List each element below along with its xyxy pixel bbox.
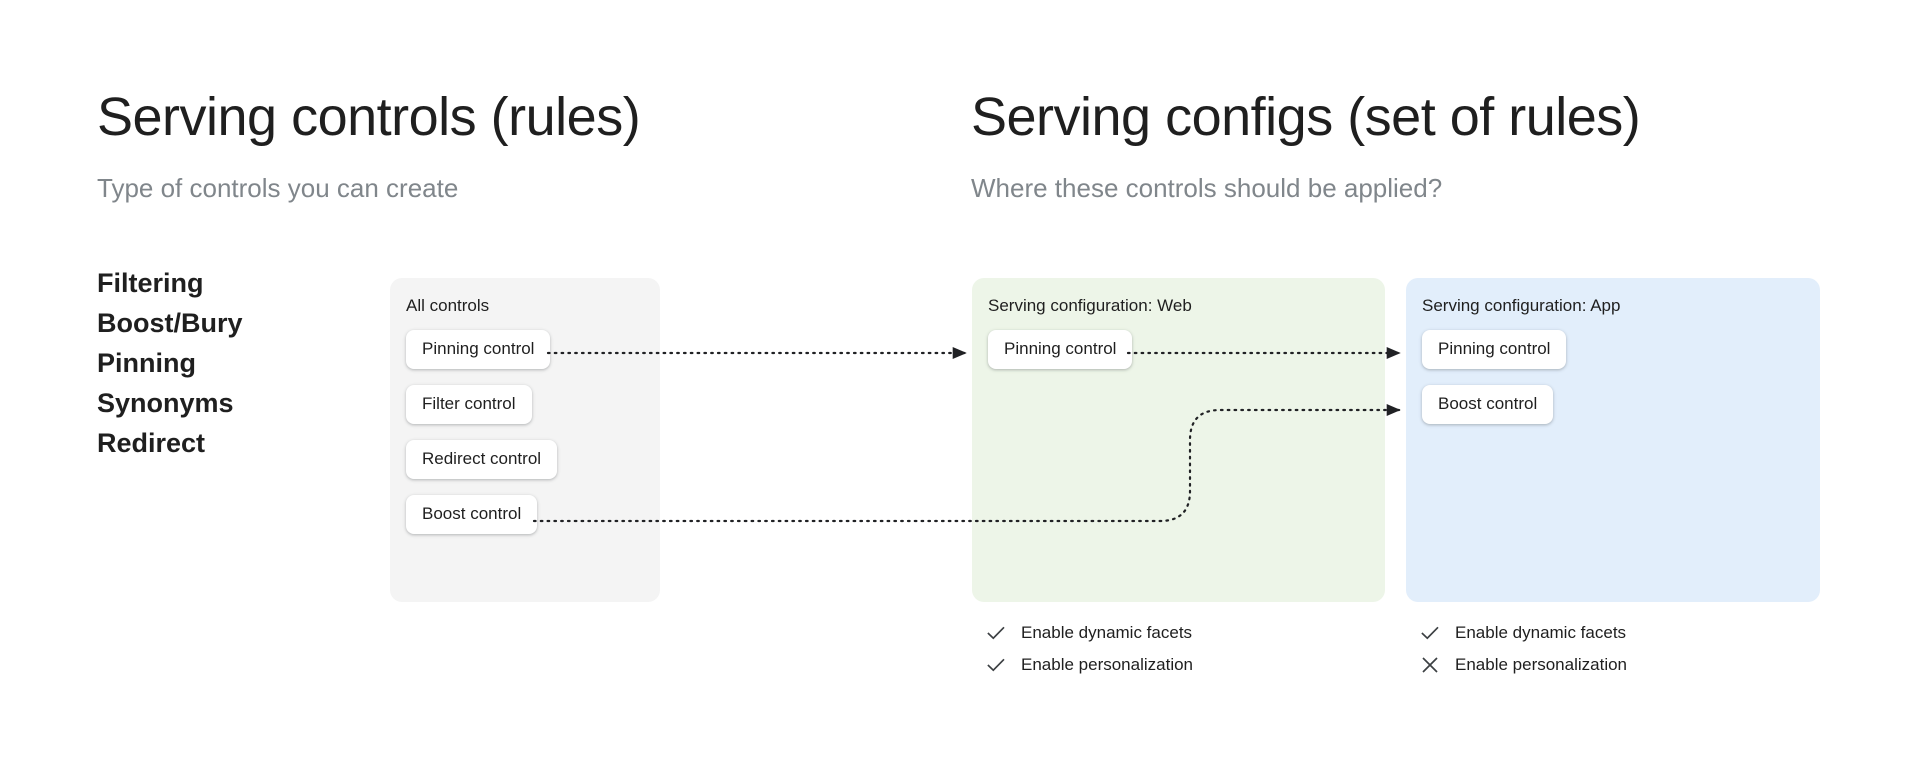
close-icon: [1419, 654, 1441, 676]
web-option-dynamic-facets[interactable]: Enable dynamic facets: [985, 617, 1405, 649]
control-type-item: Redirect: [97, 428, 206, 458]
all-controls-boost-control-chip[interactable]: Boost control: [406, 495, 538, 534]
app-pinning-control-chip[interactable]: Pinning control: [1422, 330, 1567, 369]
left-column-subtitle: Type of controls you can create: [97, 173, 459, 203]
web-option-personalization[interactable]: Enable personalization: [985, 649, 1405, 681]
app-option-dynamic-facets[interactable]: Enable dynamic facets: [1419, 617, 1839, 649]
check-icon: [985, 622, 1007, 644]
right-column-title: Serving configs (set of rules): [971, 87, 1641, 147]
app-option-label: Enable dynamic facets: [1455, 623, 1627, 642]
control-type-item: Boost/Bury: [97, 308, 243, 338]
check-icon: [1419, 622, 1441, 644]
serving-config-app-options: Enable dynamic facets Enable personaliza…: [1419, 617, 1839, 681]
control-type-item: Synonyms: [97, 388, 234, 418]
serving-config-web-options: Enable dynamic facets Enable personaliza…: [985, 617, 1405, 681]
app-option-label: Enable personalization: [1455, 655, 1628, 674]
web-option-label: Enable dynamic facets: [1021, 623, 1193, 642]
web-option-label: Enable personalization: [1021, 655, 1194, 674]
all-controls-pinning-control-chip[interactable]: Pinning control: [406, 330, 551, 369]
all-controls-panel: All controls Pinning control Filter cont…: [390, 278, 660, 602]
control-types-list: Filtering Boost/Bury Pinning Synonyms Re…: [97, 263, 367, 463]
serving-config-app-chip-stack: Pinning control Boost control: [1422, 330, 1808, 440]
control-type-item: Filtering: [97, 268, 204, 298]
serving-config-web-chip-stack: Pinning control: [988, 330, 1373, 385]
serving-config-app-label: Serving configuration: App: [1422, 296, 1621, 315]
all-controls-chip-stack: Pinning control Filter control Redirect …: [406, 330, 648, 550]
web-pinning-control-chip[interactable]: Pinning control: [988, 330, 1133, 369]
serving-config-app-panel: Serving configuration: App Pinning contr…: [1406, 278, 1820, 602]
serving-config-web-label: Serving configuration: Web: [988, 296, 1192, 315]
all-controls-redirect-control-chip[interactable]: Redirect control: [406, 440, 558, 479]
check-icon: [985, 654, 1007, 676]
right-column-subtitle: Where these controls should be applied?: [971, 173, 1443, 203]
control-type-item: Pinning: [97, 348, 196, 378]
app-boost-control-chip[interactable]: Boost control: [1422, 385, 1554, 424]
all-controls-panel-label: All controls: [406, 296, 490, 315]
left-column-title: Serving controls (rules): [97, 87, 641, 147]
serving-config-web-panel: Serving configuration: Web Pinning contr…: [972, 278, 1385, 602]
app-option-personalization[interactable]: Enable personalization: [1419, 649, 1839, 681]
all-controls-filter-control-chip[interactable]: Filter control: [406, 385, 532, 424]
